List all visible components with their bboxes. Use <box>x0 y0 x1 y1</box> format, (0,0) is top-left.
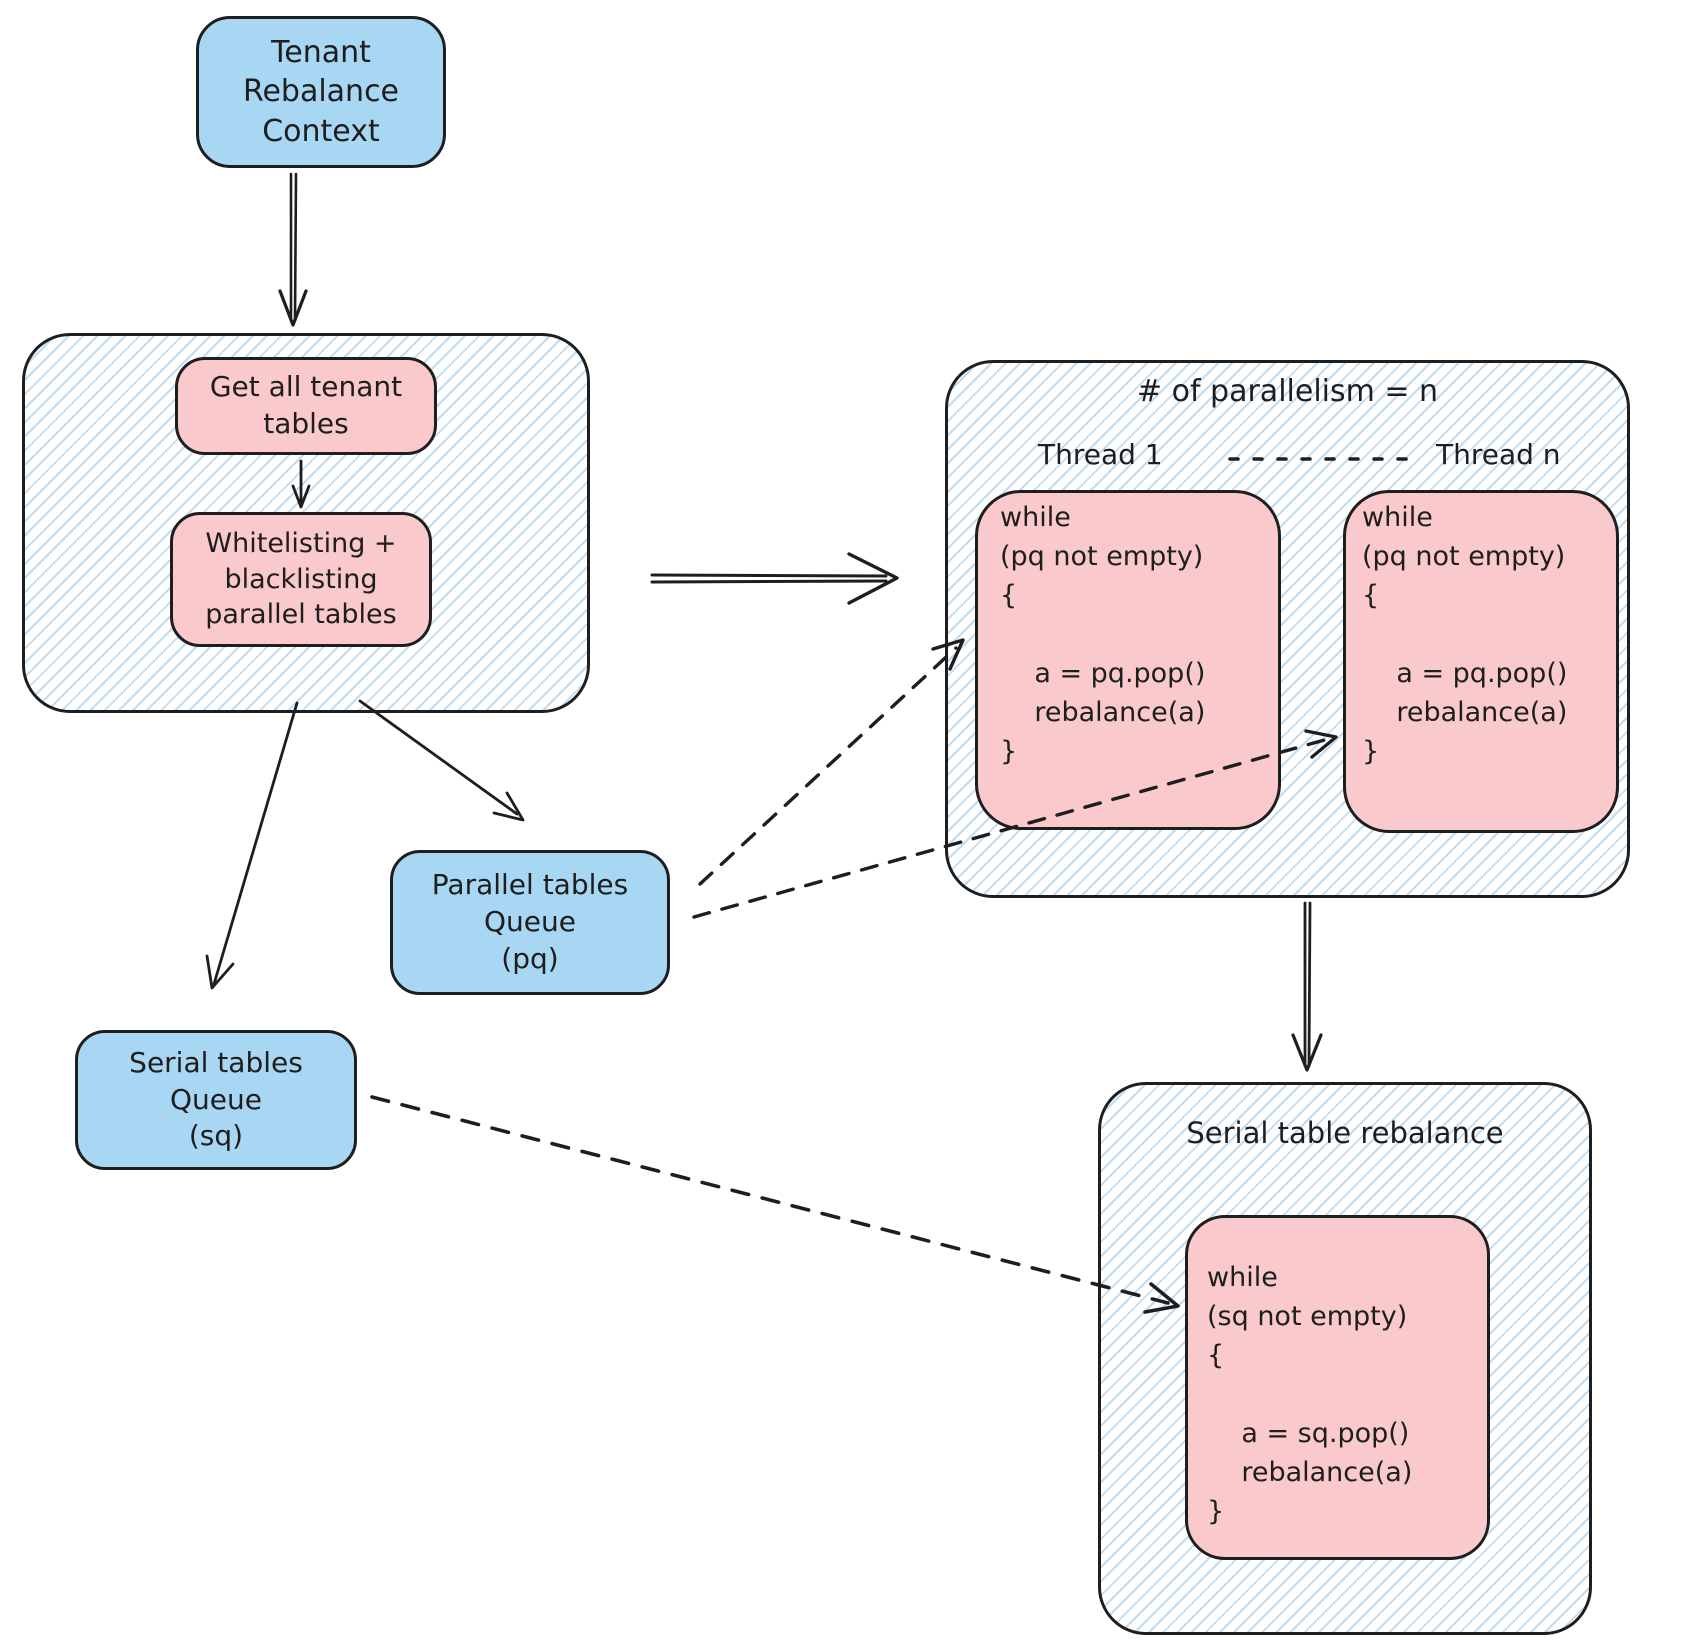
whitelisting-blacklisting-node: Whitelisting + blacklisting parallel tab… <box>170 512 432 647</box>
arrow-pipeline-to-parallelism <box>650 552 899 605</box>
serial-tables-queue-node: Serial tables Queue (sq) <box>75 1030 357 1170</box>
parallel-tables-queue-node: Parallel tables Queue (pq) <box>390 850 670 995</box>
arrow-parallelism-to-serial <box>1291 901 1323 1072</box>
dashed-arrow-pq-to-thread1 <box>698 638 965 886</box>
thread-n-label: Thread n <box>1436 438 1561 471</box>
dashed-arrow-sq-to-serial <box>370 1095 1180 1314</box>
serial-rebalance-title: Serial table rebalance <box>1186 1116 1504 1150</box>
thread-n-loop-code: while (pq not empty) { a = pq.pop() reba… <box>1362 502 1568 767</box>
tenant-rebalance-context-node: Tenant Rebalance Context <box>196 16 446 168</box>
thread-1-label: Thread 1 <box>1038 438 1163 471</box>
get-all-tenant-tables-node: Get all tenant tables <box>175 357 437 455</box>
arrow-whitelist-to-pq <box>358 699 525 822</box>
thread-n-loop-node <box>1343 490 1619 833</box>
serial-loop-node <box>1185 1215 1490 1560</box>
arrow-tenant-to-pipeline <box>278 172 308 327</box>
arrow-whitelist-to-sq <box>205 701 299 990</box>
parallelism-title: # of parallelism = n <box>1136 374 1439 409</box>
thread-1-loop-code: while (pq not empty) { a = pq.pop() reba… <box>1000 502 1206 767</box>
serial-loop-code: while (sq not empty) { a = sq.pop() reba… <box>1207 1262 1413 1527</box>
